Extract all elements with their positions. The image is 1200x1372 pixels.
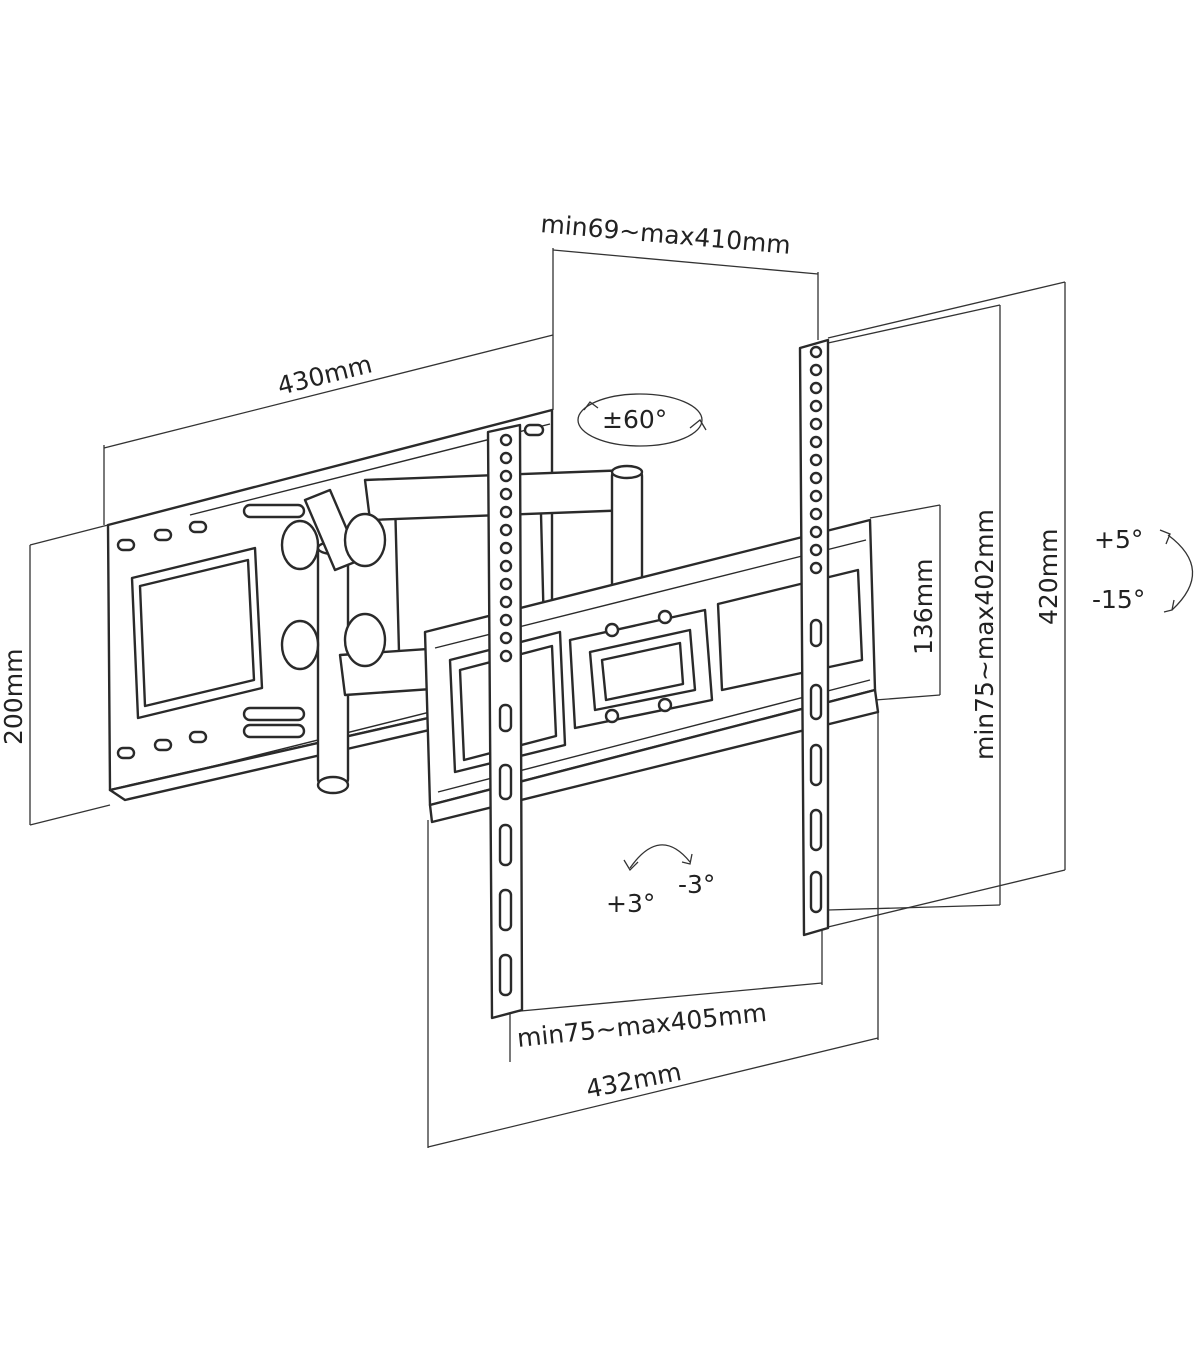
tilt-indicator <box>1159 529 1194 613</box>
strap-right-holes <box>809 345 823 914</box>
dimension-lines <box>29 248 1066 1148</box>
label-tilt-up: +5° <box>1094 525 1143 554</box>
strap-left-holes <box>498 433 513 997</box>
label-rotate-plus: +3° <box>606 889 655 918</box>
motion-labels: ±60° +5° -15° +3° -3° <box>602 405 1145 918</box>
tv-strap-right <box>798 338 830 937</box>
label-arm-height: 420mm <box>1034 529 1063 625</box>
label-rotate-minus: -3° <box>678 870 715 899</box>
label-vesa-vertical: min75~max402mm <box>970 509 999 760</box>
wall-plate-slots <box>116 423 545 760</box>
label-bracket-inner-height: 136mm <box>909 559 938 655</box>
label-swivel: ±60° <box>602 405 667 434</box>
swivel-indicator <box>577 393 707 447</box>
rotation-indicator <box>623 844 693 872</box>
tv-strap-left <box>486 423 524 1020</box>
label-tilt-down: -15° <box>1092 585 1145 614</box>
label-wall-plate-height: 200mm <box>0 649 28 745</box>
label-vesa-horizontal: min75~max405mm <box>516 998 768 1053</box>
